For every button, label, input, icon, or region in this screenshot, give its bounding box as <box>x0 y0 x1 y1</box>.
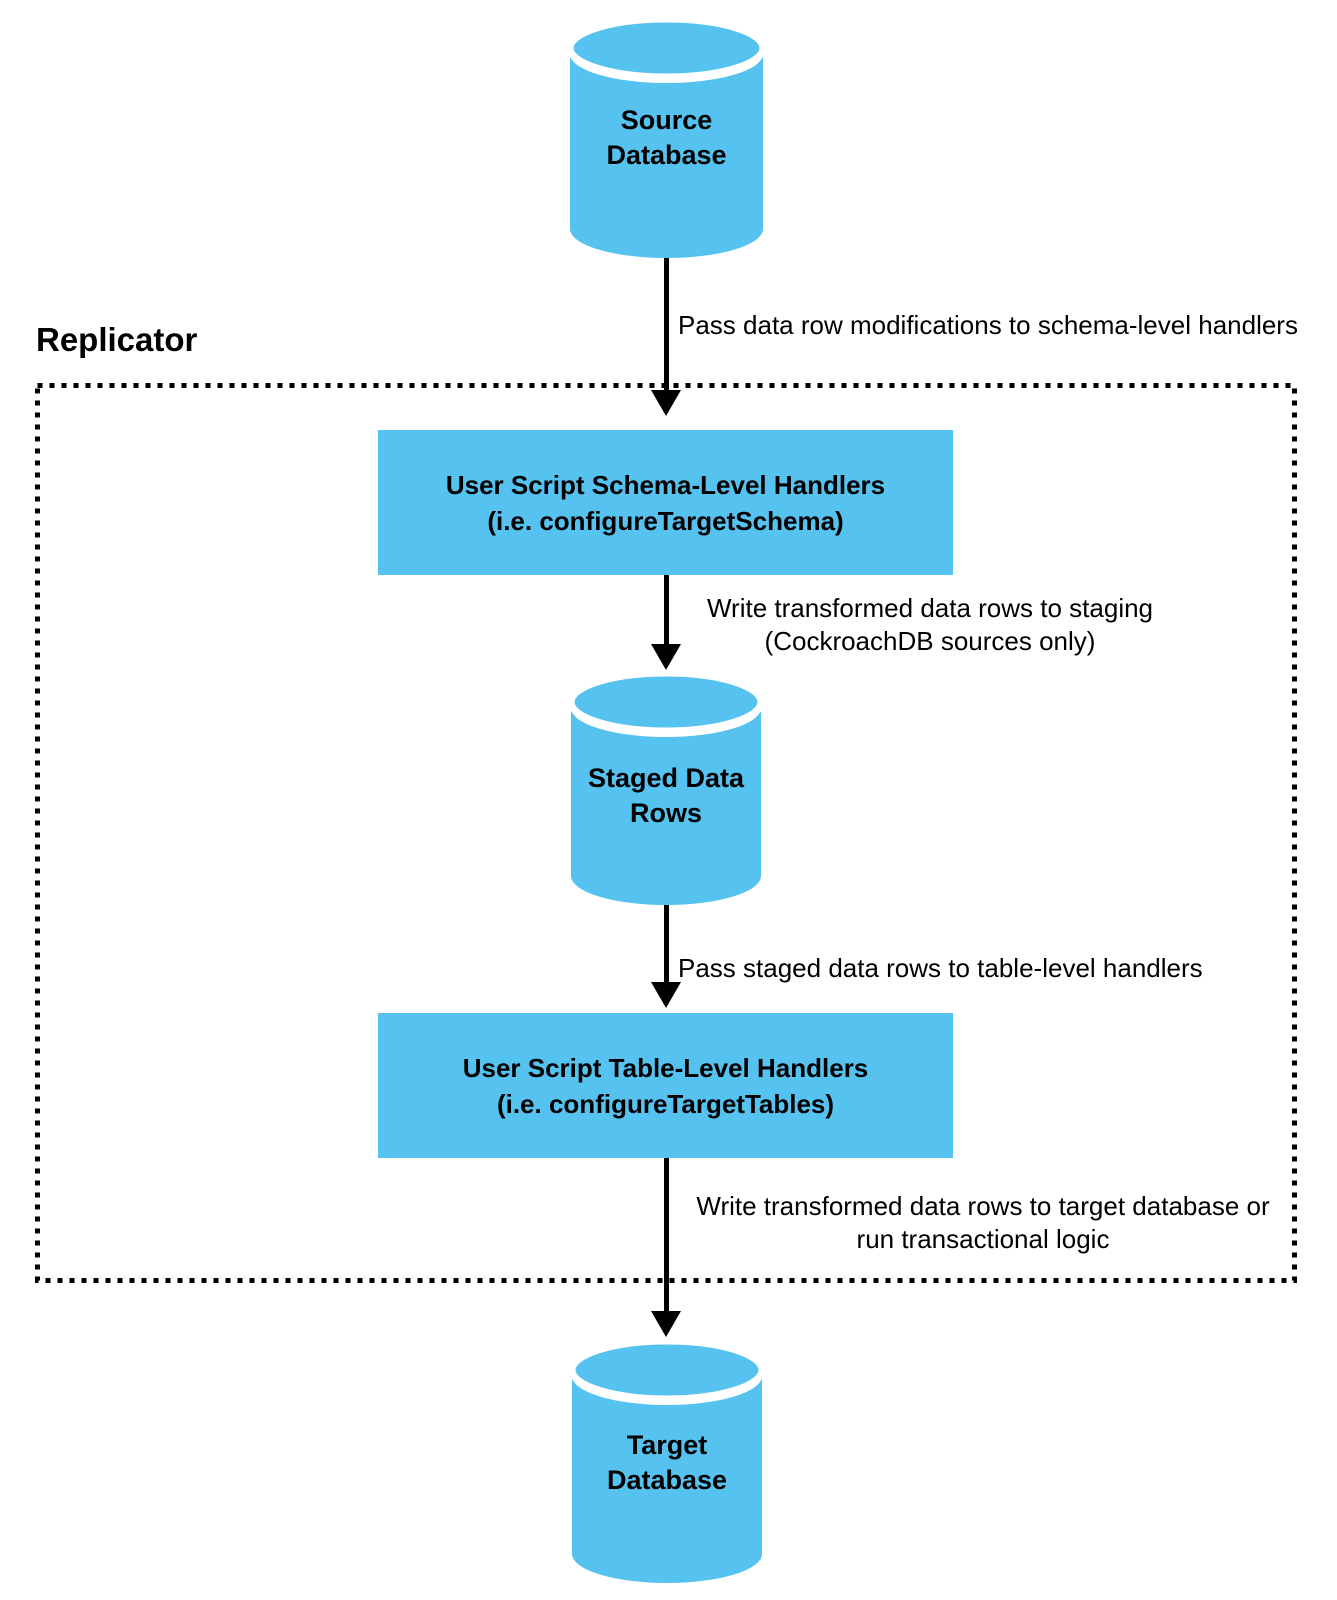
target-database-cylinder-icon <box>568 1337 766 1583</box>
node-label-line: Database <box>606 1465 728 1495</box>
node-table-level-handlers: User Script Table-Level Handlers (i.e. c… <box>378 1013 953 1158</box>
edge-label-line: run transactional logic <box>856 1224 1110 1254</box>
replicator-group-label: Replicator <box>36 321 198 358</box>
source-database-cylinder-icon <box>566 15 767 258</box>
node-label-line: (i.e. configureTargetSchema) <box>487 505 844 536</box>
node-source-database: Source Database <box>570 103 763 173</box>
node-label-line: Database <box>606 140 727 170</box>
arrow-shaft <box>663 1158 669 1311</box>
edge-label-staged-to-table: Pass staged data rows to table-level han… <box>678 952 1203 985</box>
node-label-line: (i.e. configureTargetTables) <box>496 1088 835 1119</box>
edge-label-source-to-schema: Pass data row modifications to schema-le… <box>678 309 1298 342</box>
arrow-head-icon <box>651 390 681 416</box>
edge-label-line: Pass data row modifications to schema-le… <box>678 310 1298 340</box>
arrow-schema-to-staged <box>651 575 681 670</box>
node-label-line: User Script Schema-Level Handlers <box>445 469 886 500</box>
edge-label-line: Write transformed data rows to staging <box>706 593 1154 623</box>
node-label-line: Target <box>626 1430 708 1460</box>
edge-label-line: Pass staged data rows to table-level han… <box>678 953 1203 983</box>
node-target-database: Target Database <box>572 1428 762 1498</box>
edge-label-schema-to-staged: Write transformed data rows to staging (… <box>690 592 1170 658</box>
arrow-head-icon <box>651 982 681 1008</box>
arrow-head-icon <box>651 1311 681 1337</box>
arrow-shaft <box>663 905 669 982</box>
staged-data-rows-cylinder-icon <box>567 669 765 905</box>
arrow-table-to-target <box>651 1158 681 1337</box>
node-staged-data-rows: Staged Data Rows <box>571 761 761 831</box>
arrow-head-icon <box>651 644 681 670</box>
arrow-staged-to-table <box>651 905 681 1008</box>
node-label-line: Source <box>620 105 713 135</box>
node-label-line: Rows <box>629 798 702 828</box>
edge-label-line: Write transformed data rows to target da… <box>696 1191 1270 1221</box>
edge-label-table-to-target: Write transformed data rows to target da… <box>683 1190 1283 1256</box>
arrow-source-to-schema <box>651 258 681 416</box>
node-label-line: Staged Data <box>587 763 745 793</box>
node-schema-level-handlers: User Script Schema-Level Handlers (i.e. … <box>378 430 953 575</box>
edge-label-line: (CockroachDB sources only) <box>764 626 1096 656</box>
node-label-line: User Script Table-Level Handlers <box>462 1052 869 1083</box>
arrow-shaft <box>663 575 669 644</box>
arrow-shaft <box>663 258 669 390</box>
